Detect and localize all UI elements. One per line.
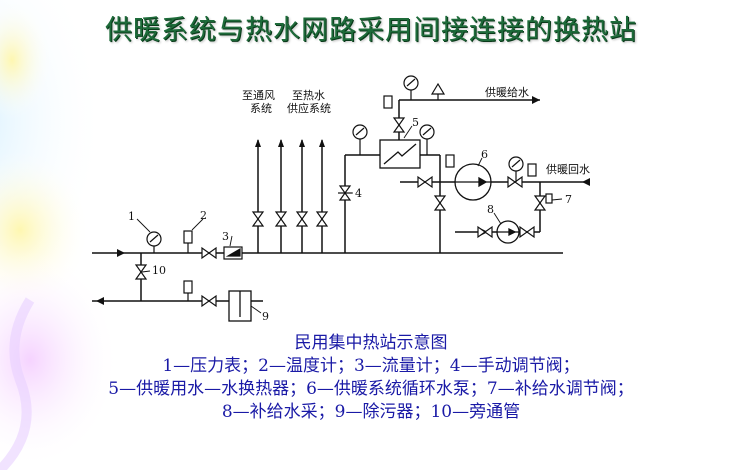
valve-makeup-right: [519, 225, 535, 239]
thermometer-supply: [383, 95, 393, 109]
caption-title: 民用集中热站示意图: [294, 333, 448, 353]
thermometer-return: [183, 280, 193, 301]
callout-8: 8: [487, 203, 494, 216]
circulation-pump: [454, 163, 492, 201]
valve-riser-a: [251, 211, 265, 227]
thermometer-heating-return: [527, 163, 537, 177]
valve-return-inlet: [201, 294, 217, 308]
valve-makeup: [477, 225, 493, 239]
callout-1: 1: [128, 210, 135, 223]
caption-line-3: 8—补给水采；9—除污器；10—旁通管: [221, 402, 521, 422]
valve-riser-b: [274, 211, 288, 227]
makeup-water-pump: [496, 220, 520, 244]
valve-pump-left: [417, 175, 433, 189]
caption-line-1: 1—压力表；2—温度计；3—流量计；4—手动调节阀；: [162, 356, 580, 376]
flow-meter: [223, 246, 243, 260]
label-to-ventilation-1: 至通风: [242, 89, 275, 102]
callout-3: 3: [222, 230, 229, 243]
callout-4: 4: [355, 187, 362, 200]
valve-return-to-main: [433, 195, 447, 211]
slide-title: 供暖系统与热水网路采用间接连接的换热站: [105, 15, 637, 46]
pressure-gauge-exchanger-right: [419, 124, 435, 155]
callout-5: 5: [412, 116, 419, 129]
thermometer-exchanger: [445, 154, 455, 168]
valve-pump-right: [507, 175, 523, 189]
pressure-gauge-return: [508, 156, 524, 182]
pressure-gauge-supply: [403, 75, 419, 100]
valve-supply-inlet: [201, 246, 217, 260]
label-to-hotwater-2: 供应系统: [287, 101, 331, 115]
valve-exchanger-out: [392, 117, 406, 133]
label-to-ventilation-2: 系统: [250, 102, 272, 115]
valve-bypass: [134, 264, 148, 280]
caption-line-2: 5—供暖用水—水换热器；6—供暖系统循环水泵；7—补给水调节阀；: [108, 379, 634, 399]
label-to-hotwater-1: 至热水: [292, 89, 325, 102]
callout-7: 7: [565, 193, 572, 206]
callout-10: 10: [152, 264, 166, 277]
callout-6: 6: [481, 148, 488, 161]
heat-exchanger: [379, 139, 421, 169]
valve-riser-d: [315, 211, 329, 227]
caption-block: 民用集中热站示意图 1—压力表；2—温度计；3—流量计；4—手动调节阀； 5—供…: [0, 332, 742, 424]
callout-2: 2: [200, 209, 207, 222]
pressure-gauge-1: [146, 231, 162, 253]
label-heating-supply: 供暖给水: [485, 85, 529, 99]
valve-riser-c: [295, 211, 309, 227]
dirt-separator: [228, 290, 252, 322]
air-vent: [430, 82, 446, 95]
thermometer-2: [183, 230, 193, 253]
callout-9: 9: [262, 310, 269, 323]
makeup-regulating-valve: [533, 193, 553, 211]
label-heating-return: 供暖回水: [546, 162, 590, 176]
pressure-gauge-exchanger-left: [352, 124, 368, 155]
